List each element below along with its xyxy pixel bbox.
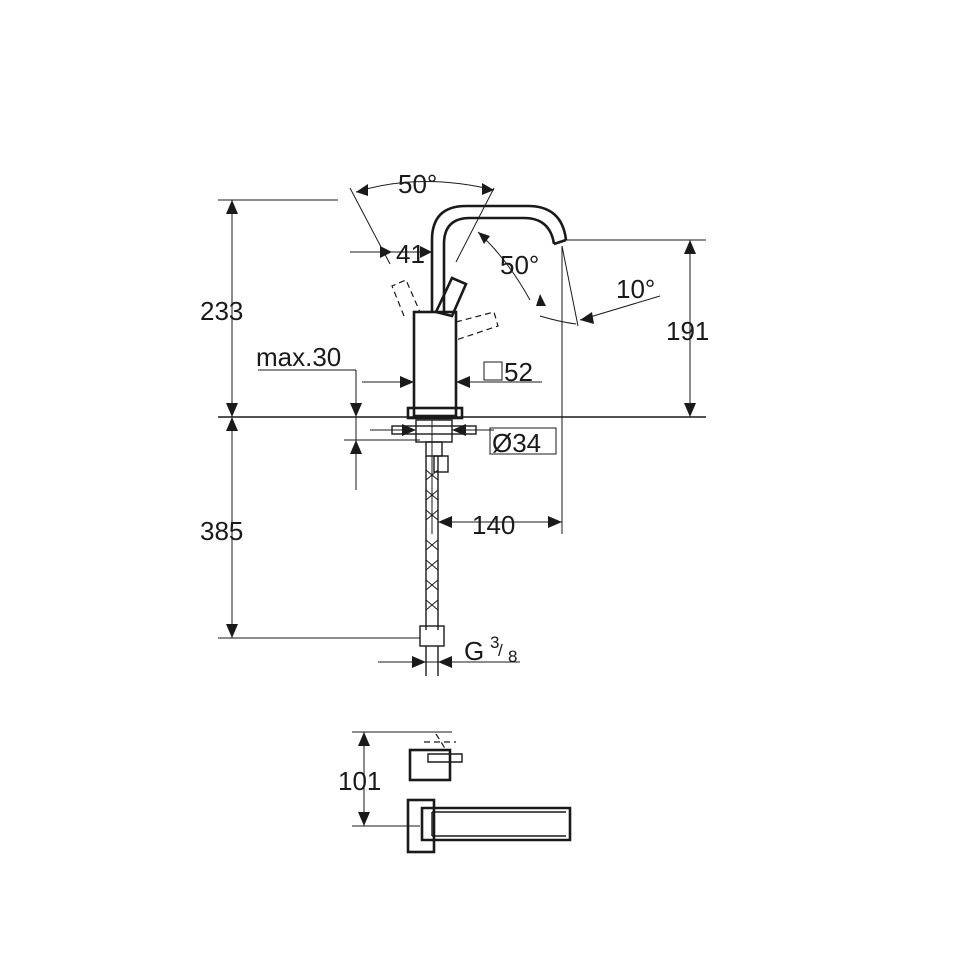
square-symbol [483, 361, 503, 381]
label-max30: max.30 [256, 342, 341, 372]
spout-inner [442, 216, 556, 312]
hose-connector [419, 625, 445, 647]
arrow [356, 184, 368, 196]
label-52: 52 [504, 357, 533, 387]
top-lever [427, 753, 463, 763]
lever-ghost-right [455, 311, 499, 341]
label-g-den: 8 [508, 647, 517, 666]
label-191: 191 [666, 316, 709, 346]
arrow [226, 417, 238, 431]
spout-outlet [553, 238, 567, 246]
label-41: 41 [396, 239, 425, 269]
tap-body [412, 310, 458, 418]
braided-hose [425, 456, 439, 630]
label-140: 140 [472, 510, 515, 540]
mount-nut [415, 419, 453, 443]
label-10: 10° [616, 274, 655, 304]
top-spout [420, 806, 572, 842]
label-g-num: 3 [490, 633, 499, 652]
top-base [406, 798, 436, 854]
front-view: 233 191 50° 41 50° 10° max.30 52 Ø34 140… [200, 169, 709, 676]
angle-line-50-right [455, 187, 495, 263]
arrow [226, 200, 238, 214]
label-50-top: 50° [398, 169, 437, 199]
arrow [358, 812, 370, 826]
mount-fitting [433, 455, 449, 473]
arc-50-top [355, 181, 495, 193]
arrow [420, 246, 432, 258]
arrow [684, 403, 696, 417]
label-g-slash: / [498, 641, 503, 660]
label-101: 101 [338, 766, 381, 796]
arrow [402, 424, 416, 436]
angle-line-10 [561, 245, 579, 327]
arrow [580, 312, 594, 324]
dim-34-frame [489, 427, 557, 455]
arrow [358, 732, 370, 746]
arc-10-leader [579, 295, 661, 321]
top-view: 101 [338, 731, 572, 854]
arrow [482, 183, 494, 195]
label-385: 385 [200, 516, 243, 546]
label-233: 233 [200, 296, 243, 326]
arrow [438, 656, 452, 668]
label-50-right: 50° [500, 250, 539, 280]
hose-braid [425, 469, 439, 611]
arrow [380, 246, 392, 258]
top-lever-dash [424, 733, 456, 751]
arrow [452, 424, 466, 436]
arrow [226, 624, 238, 638]
lever-ghost-left [391, 279, 421, 317]
arc-10 [539, 315, 577, 325]
base-flange [406, 406, 464, 420]
lever-handle [434, 276, 468, 318]
arrow [456, 376, 470, 388]
arrow [350, 440, 362, 454]
spout [430, 204, 568, 312]
arrow [548, 516, 562, 528]
top-body [408, 748, 452, 782]
arrow [412, 656, 426, 668]
label-34: Ø34 [492, 428, 541, 458]
arrow [226, 403, 238, 417]
label-g: G [464, 636, 484, 666]
arrow [684, 240, 696, 254]
arrow [536, 294, 546, 306]
arrow [478, 232, 490, 244]
arrow [350, 403, 362, 417]
mount-stud [425, 441, 443, 457]
arrow [400, 376, 414, 388]
arrow [438, 516, 452, 528]
